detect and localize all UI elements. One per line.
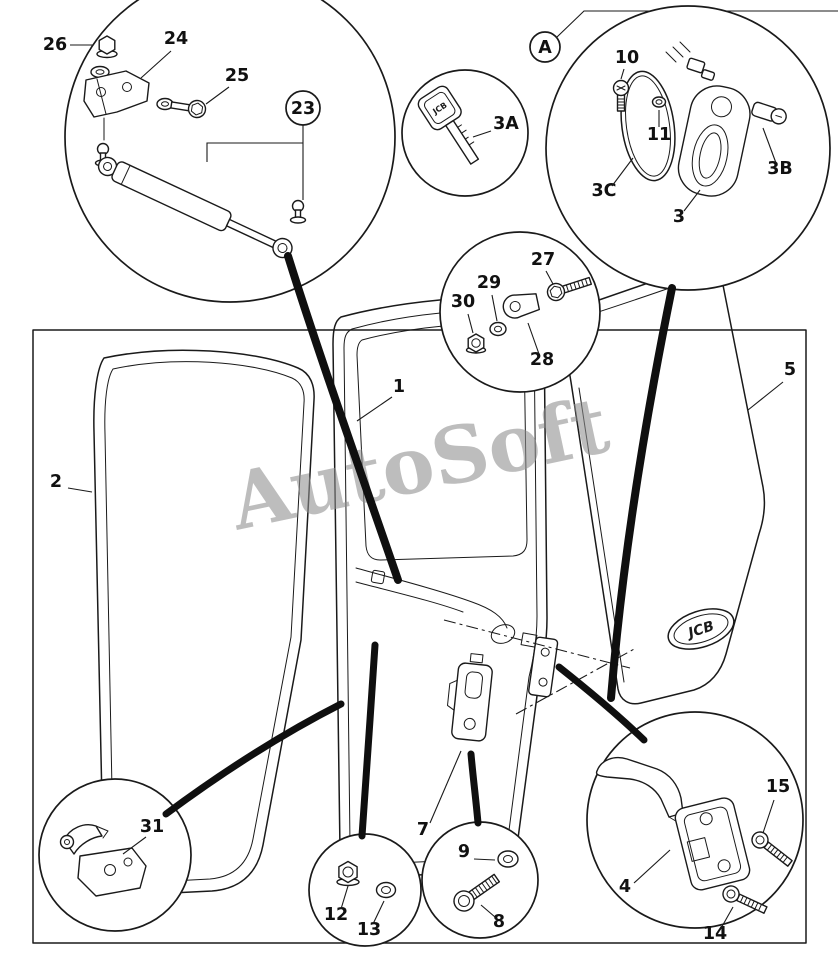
callout-28: 28 — [530, 350, 554, 370]
leader-handle-to-door — [555, 663, 648, 744]
screw-part-14 — [722, 885, 768, 914]
view-a-bubble: A — [529, 31, 561, 63]
striker-part-7 — [447, 653, 493, 742]
callout-bubble-23: 23 — [206, 90, 321, 200]
detail-bubble-key: JCB 3A — [401, 69, 529, 197]
callout-13: 13 — [357, 920, 381, 940]
callout-24: 24 — [164, 29, 188, 49]
leader-nut12-to-door — [358, 641, 379, 840]
callout-31: 31 — [140, 817, 164, 837]
callout-4: 4 — [619, 877, 631, 897]
nut-part-30 — [465, 333, 487, 354]
leader-strut-to-door — [284, 252, 402, 584]
callout-1: 1 — [393, 377, 405, 397]
key-part-3a: JCB — [417, 85, 480, 165]
bracket-part-24 — [83, 70, 150, 141]
leader-bolt8-to-striker — [467, 750, 482, 827]
callout-3a: 3A — [493, 114, 519, 134]
detail-bubble-fasteners: 27 29 30 28 — [439, 231, 601, 393]
washer-part-29 — [489, 321, 507, 337]
lock-barrel-part-3b — [751, 101, 787, 125]
lock-housing-part-3 — [677, 85, 751, 197]
callout-29: 29 — [477, 273, 501, 293]
callout-3: 3 — [673, 207, 685, 227]
callout-9: 9 — [458, 842, 470, 862]
detail-bubble-lock: 10 11 3C 3 3B — [545, 5, 831, 291]
screw-part-15 — [751, 831, 793, 867]
regulator-mount — [370, 569, 386, 585]
callout-7: 7 — [417, 820, 429, 840]
view-a-label: A — [538, 38, 552, 58]
bolt-part-8 — [453, 873, 501, 912]
bolt-part-25 — [170, 99, 207, 119]
callout-10: 10 — [615, 48, 639, 68]
lock-mechanism-parts — [665, 41, 716, 81]
handle-recess — [490, 624, 516, 644]
nut-part-26 — [96, 35, 118, 59]
ball-stud-right — [289, 199, 307, 224]
bolt-part-10 — [612, 79, 630, 112]
detail-bubble-nut-washer: 12 13 — [308, 833, 422, 947]
latch-part-31 — [59, 824, 147, 897]
detail-bubble-latch: 31 — [38, 778, 192, 932]
nut-part-12 — [336, 860, 360, 887]
callout-12: 12 — [324, 905, 348, 925]
alignment-axis-1 — [443, 619, 631, 669]
washer-part-11 — [651, 96, 667, 108]
callout-8: 8 — [493, 912, 505, 932]
door-lock-bracket — [528, 636, 559, 698]
gas-strut-part-23 — [97, 156, 293, 259]
callout-26: 26 — [43, 35, 67, 55]
bubble-circle — [421, 821, 539, 939]
callout-11: 11 — [647, 125, 671, 145]
bubble-circle — [529, 31, 561, 63]
callout-14: 14 — [703, 924, 727, 944]
bubble-circle — [64, 0, 396, 303]
callout-3b: 3B — [767, 159, 793, 179]
washer-part-13 — [375, 881, 397, 899]
clamp-part-28 — [502, 293, 541, 319]
lock-plate — [520, 632, 538, 648]
callout-3c: 3C — [591, 181, 616, 201]
washer-part-9 — [497, 850, 519, 868]
callout-2: 2 — [50, 472, 62, 492]
callout-30: 30 — [451, 292, 475, 312]
detail-bubble-handle: 4 15 14 — [586, 711, 804, 944]
callout-23: 23 — [291, 99, 315, 119]
watermark: AutoSoft — [222, 380, 617, 549]
leader-curves — [162, 252, 676, 840]
callout-25: 25 — [225, 66, 249, 86]
main-callouts: 1 2 5 7 — [50, 360, 796, 840]
leader-latch-to-door — [162, 700, 345, 818]
handle-base-bracket — [674, 797, 751, 891]
callout-5: 5 — [784, 360, 796, 380]
door-seal-part-2 — [93, 349, 315, 895]
view-a-frame-line — [556, 10, 838, 38]
detail-bubble-gas-strut: 26 24 25 23 — [43, 0, 396, 303]
gasket-part-3c — [620, 70, 676, 182]
bolt-part-27 — [546, 276, 593, 302]
diagram-border — [32, 329, 807, 944]
callout-15: 15 — [766, 777, 790, 797]
callout-27: 27 — [531, 250, 555, 270]
leader-lock-to-door — [607, 284, 676, 702]
detail-bubble-bolt-washer: 9 8 — [421, 821, 539, 939]
